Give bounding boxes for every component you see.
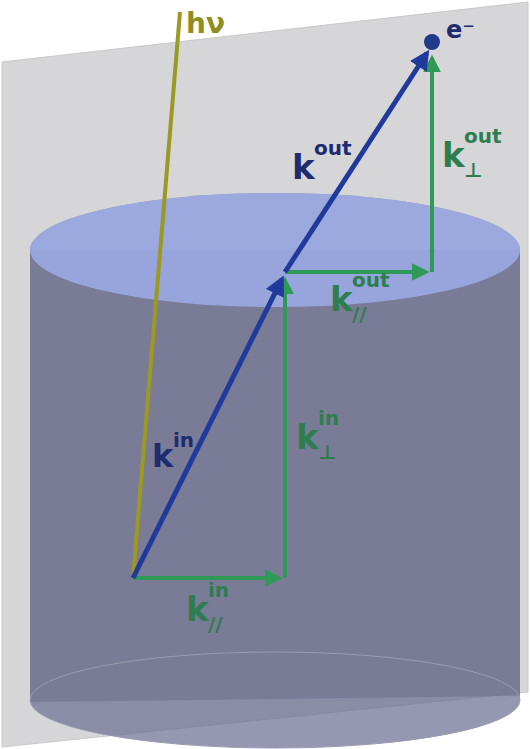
plane-inside-crystal xyxy=(30,250,520,702)
photon-label: hν xyxy=(186,10,225,38)
vector-superscript: out xyxy=(352,270,390,290)
vector-symbol: k xyxy=(296,420,319,454)
vector-superscript: out xyxy=(464,126,502,146)
vector-superscript: in xyxy=(173,430,194,450)
cylinder-bottom xyxy=(30,652,520,748)
vector-superscript: out xyxy=(314,138,352,158)
vector-subscript: // xyxy=(352,304,367,324)
vector-symbol: k xyxy=(292,150,315,184)
vector-superscript: in xyxy=(208,580,229,600)
vector-symbol: k xyxy=(186,592,209,626)
k-in-perp-arrow xyxy=(283,280,287,578)
crystal-cylinder xyxy=(30,193,520,748)
k-out-arrow xyxy=(285,53,427,272)
k-out-perp-arrow xyxy=(430,58,434,272)
vector-symbol: k xyxy=(152,440,173,472)
k-in-arrow xyxy=(133,279,282,578)
electron-dot xyxy=(424,34,440,50)
vector-subscript: ⊥ xyxy=(318,442,336,462)
vector-symbol: k xyxy=(330,282,353,316)
vector-superscript: in xyxy=(318,408,339,428)
vector-subscript: ⊥ xyxy=(464,160,482,180)
vector-subscript: // xyxy=(208,614,223,634)
electron-label: e⁻ xyxy=(446,18,475,42)
k-in-parallel-arrow xyxy=(133,576,279,580)
vector-symbol: k xyxy=(442,138,465,172)
